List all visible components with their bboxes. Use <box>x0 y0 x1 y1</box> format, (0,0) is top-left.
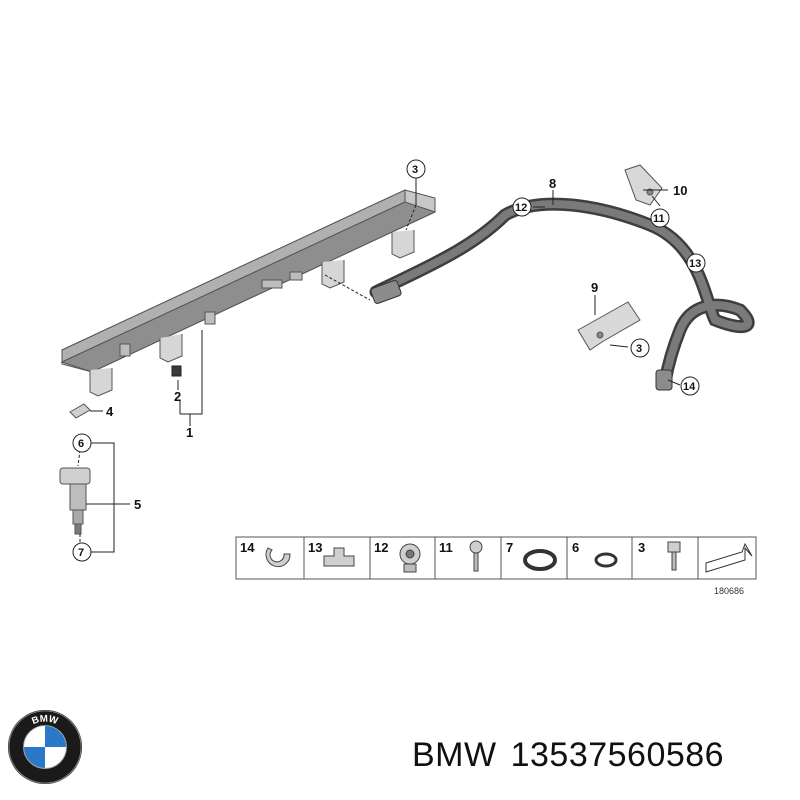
callout-5: 5 <box>134 497 141 512</box>
legend-label-11: 11 <box>439 540 453 555</box>
double-clip-icon <box>323 547 355 567</box>
screw-icon-11 <box>469 540 483 572</box>
callout-11: 11 <box>650 208 670 228</box>
svg-text:7: 7 <box>78 547 84 559</box>
brand-name: BMW <box>412 736 497 774</box>
clip-part-4 <box>69 403 91 419</box>
svg-text:13: 13 <box>689 258 701 270</box>
part-number: 13537560586 <box>510 736 725 774</box>
fuel-rail <box>60 189 437 397</box>
diagram-number: 180686 <box>714 586 744 596</box>
callout-6: 6 <box>72 433 92 453</box>
callout-labels: 1 2 3 4 5 6 7 8 9 10 11 12 13 <box>72 159 706 562</box>
brand-caption: BMW 13537560586 <box>412 736 724 775</box>
small-parts-legend: 14 13 12 11 7 6 3 <box>235 536 757 596</box>
leader-lines <box>77 178 701 553</box>
callout-3-top: 3 <box>406 159 426 179</box>
legend-label-7: 7 <box>506 540 513 555</box>
callout-10: 10 <box>673 183 687 198</box>
injector-part-5 <box>59 467 91 535</box>
arrow-panel-icon <box>705 542 753 573</box>
legend-label-6: 6 <box>572 540 579 555</box>
legend-label-14: 14 <box>240 540 255 555</box>
callout-9: 9 <box>591 280 598 295</box>
legend-label-13: 13 <box>308 540 322 555</box>
svg-text:6: 6 <box>78 438 84 450</box>
svg-text:14: 14 <box>683 381 696 393</box>
svg-text:11: 11 <box>653 213 665 225</box>
legend-label-12: 12 <box>374 540 388 555</box>
logo-lettering: BMW <box>30 714 59 728</box>
callout-2: 2 <box>174 389 181 404</box>
o-ring-small-icon <box>594 552 618 568</box>
callout-4: 4 <box>106 404 114 419</box>
bracket-part-9 <box>577 301 641 351</box>
bracket-part-10 <box>624 164 663 206</box>
callout-14: 14 <box>680 376 700 396</box>
o-ring-large-icon <box>523 549 557 571</box>
svg-text:3: 3 <box>412 164 418 176</box>
bmw-logo: BMW <box>7 709 83 785</box>
legend-label-3: 3 <box>638 540 645 555</box>
fuel-hose <box>369 197 755 391</box>
callout-1: 1 <box>186 425 193 440</box>
callout-8: 8 <box>549 176 556 191</box>
callout-12: 12 <box>512 197 532 217</box>
svg-text:12: 12 <box>515 202 527 214</box>
callout-3-right: 3 <box>630 338 650 358</box>
callout-7: 7 <box>72 542 92 562</box>
svg-text:3: 3 <box>636 343 642 355</box>
hose-clip-icon <box>265 547 291 568</box>
callout-13: 13 <box>686 253 706 273</box>
bolt-icon-3 <box>667 541 681 571</box>
svg-text:BMW: BMW <box>30 714 59 728</box>
grommet-clip-icon <box>399 543 421 573</box>
